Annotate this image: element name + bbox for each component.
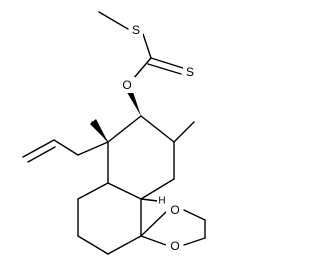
bond-c9-methyl <box>173 121 195 143</box>
molecule-svg: S S O O O H <box>22 11 206 255</box>
bond-c-s-double-b <box>147 63 182 75</box>
bond-c5-ch2 <box>77 141 109 156</box>
atom-label-dioxolane-o-upper: O <box>170 203 179 217</box>
bond-ch-ch2-double-a <box>22 139 55 158</box>
bond-c1-o-upper <box>140 211 167 237</box>
bond-c3-c2 <box>77 235 109 255</box>
atom-label-dioxolane-o-lower: O <box>170 239 179 253</box>
bond-c-s-double-a <box>150 57 184 69</box>
bond-c8a-c4a <box>107 182 142 200</box>
bond-c8a-h <box>140 198 159 202</box>
bond-ch-ch2-double-b <box>27 146 56 163</box>
bond-o-upper-ch2 <box>183 209 206 221</box>
bond-c5-c6 <box>107 115 142 143</box>
wedge-c6-o <box>125 86 141 116</box>
bond-methyl-s <box>98 11 129 30</box>
structure-diagram: S S O O O H <box>22 11 206 255</box>
atom-label-ester-o: O <box>122 78 131 92</box>
bond-s-c <box>142 33 152 59</box>
bond-c1-o-lower <box>140 235 167 246</box>
atom-labels: S S O O O H <box>120 22 197 254</box>
atom-label-ring-junction-h: H <box>158 196 165 207</box>
atom-label-thione-s: S <box>186 65 194 79</box>
bond-c2-c1 <box>107 235 142 255</box>
bond-c4a-c4 <box>77 182 109 200</box>
bond-c9-c8a <box>140 178 175 200</box>
bond-c-o <box>132 57 152 80</box>
bond-ch2-ch <box>53 139 79 156</box>
stereo-wedges <box>90 86 141 142</box>
atom-label-thioether-s: S <box>132 23 140 37</box>
wedge-c5-methyl <box>90 119 108 142</box>
bond-c7-c8 <box>140 115 175 143</box>
bond-ch2-o-lower <box>183 237 206 246</box>
